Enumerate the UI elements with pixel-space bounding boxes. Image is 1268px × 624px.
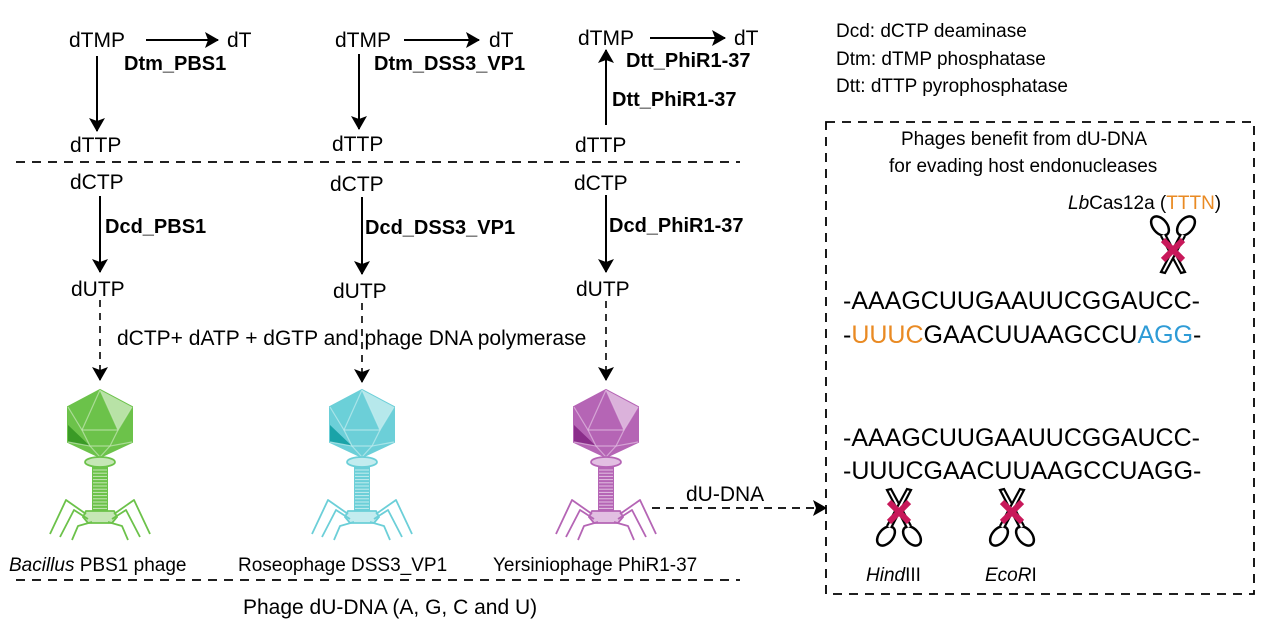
dt-label-dss3: dT (489, 29, 514, 52)
capsid-facet-dark (330, 425, 352, 446)
dutp-label-pbs1: dUTP (71, 278, 125, 301)
enzyme-dtm-pbs1: Dtm_PBS1 (124, 53, 227, 75)
tail-fiber (333, 521, 355, 541)
seq1-middle: GAACUUAAGCCU (923, 321, 1138, 349)
sequence-1-bottom-strand: -UUUCGAACUUAAGCCUAGG- (843, 323, 1201, 348)
collar (84, 456, 116, 468)
sequence-2-bottom-strand: -UUUCGAACUUAAGCCUAGG- (843, 457, 1202, 485)
tail-fiber (71, 521, 93, 541)
legend-dcd: Dcd: dCTP deaminase (836, 21, 1027, 42)
collar (346, 456, 378, 468)
dutp-label-dss3: dUTP (333, 280, 387, 303)
tail-fiber (619, 499, 657, 535)
enzyme-dtt-phir1-b: Dtt_PhiR1-37 (612, 89, 737, 111)
dctp-label-dss3: dCTP (330, 173, 384, 196)
ecori-rest: I (1031, 565, 1037, 586)
phage-dss3-vp1-icon (311, 388, 413, 541)
hindiii-scissors-icon (872, 487, 926, 551)
box-title-line2: for evading host endonucleases (889, 156, 1158, 177)
tail-fiber (555, 499, 593, 535)
capsid-facet-dark (68, 425, 90, 446)
hindiii-italic: Hind (866, 565, 906, 586)
seq1-site: AGG (1137, 321, 1194, 349)
dttp-label-phir1: dTTP (575, 134, 627, 157)
phage-caption-name: PBS1 phage (74, 555, 187, 576)
ecori-label: EcoRI (985, 566, 1037, 585)
dutp-label-phir1: dUTP (576, 278, 630, 301)
lbcas12a-scissors-icon (1146, 211, 1200, 275)
enzyme-dtm-dss3: Dtm_DSS3_VP1 (374, 53, 526, 75)
base-plate (81, 510, 119, 524)
tail-fiber (113, 499, 151, 535)
tail-fiber (617, 509, 647, 538)
dtmp-label-phir1: dTMP (578, 27, 635, 50)
box-title-line1: Phages benefit from dU-DNA (901, 129, 1148, 150)
sequence-1-top-strand: -AAAGCUUGAAUUCGGAUCC- (843, 287, 1200, 315)
tail-fiber (49, 499, 87, 535)
legend-dtm: Dtm: dTMP phosphatase (836, 49, 1046, 70)
tail-fiber (107, 521, 129, 541)
dtmp-label-pbs1: dTMP (69, 29, 126, 52)
dt-label-pbs1: dT (227, 29, 252, 52)
enzyme-dcd-pbs1: Dcd_PBS1 (105, 216, 207, 238)
dtmp-label-dss3: dTMP (335, 29, 392, 52)
du-dna-transfer-label: dU-DNA (686, 483, 765, 506)
capsid-edges (81, 389, 119, 447)
capsid-edges (343, 389, 381, 447)
tail-fiber (111, 509, 141, 538)
base-plate (343, 510, 381, 524)
lbcas12a-label: LbCas12a (TTTN) (1068, 194, 1221, 213)
tail-fiber (373, 509, 403, 538)
enzyme-dtt-phir1-a: Dtt_PhiR1-37 (626, 50, 751, 72)
tail-fiber (613, 521, 635, 541)
seq1-dash-start: - (843, 321, 852, 349)
tail-fiber (565, 509, 595, 538)
tail-fiber (369, 521, 391, 541)
phage-phir1-37-icon (555, 388, 657, 541)
lbcas12a-close: ) (1214, 193, 1222, 214)
phage-caption-phir1: Yersiniophage PhiR1-37 (493, 555, 698, 576)
hindiii-rest: III (905, 565, 921, 586)
base-plate (587, 510, 625, 524)
lbcas12a-genus: Lb (1068, 193, 1090, 214)
capsid-edges (329, 406, 395, 431)
lbcas12a-pam: TTTN (1166, 193, 1215, 214)
phage-caption-dss3: Roseophage DSS3_VP1 (238, 555, 448, 576)
enzyme-dcd-dss3: Dcd_DSS3_VP1 (365, 217, 516, 239)
bottom-caption: Phage dU-DNA (A, G, C and U) (243, 596, 538, 619)
tail-fiber (577, 521, 599, 541)
endonuclease-box (825, 121, 1255, 595)
dttp-label-dss3: dTTP (332, 133, 384, 156)
legend-dtt: Dtt: dTTP pyrophosphatase (836, 76, 1068, 97)
dctp-label-pbs1: dCTP (70, 171, 124, 194)
lbcas12a-name: Cas12a ( (1089, 193, 1167, 214)
enzyme-dcd-phir1: Dcd_PhiR1-37 (609, 215, 744, 237)
seq1-pam: UUUC (851, 321, 924, 349)
capsid-facet-dark (574, 425, 596, 446)
capsid-edges (587, 389, 625, 447)
hindiii-label: HindIII (866, 566, 921, 585)
capsid-edges (573, 406, 639, 431)
dctp-label-phir1: dCTP (574, 172, 628, 195)
collar (590, 456, 622, 468)
phage-caption-genus: Bacillus (9, 555, 75, 576)
ecori-r: R (1017, 565, 1032, 586)
capsid-edges (67, 406, 133, 431)
ecori-scissors-icon (985, 487, 1039, 551)
dt-label-phir1: dT (734, 27, 759, 50)
sequence-2-top-strand: -AAAGCUUGAAUUCGGAUCC- (843, 424, 1200, 452)
tail-fiber (321, 509, 351, 538)
phage-pbs1-icon (49, 388, 151, 541)
tail-fiber (59, 509, 89, 538)
seq1-dash-end: - (1193, 321, 1202, 349)
polymerase-note: dCTP+ dATP + dGTP and phage DNA polymera… (117, 327, 587, 350)
tail-fiber (311, 499, 349, 535)
dttp-label-pbs1: dTTP (70, 134, 122, 157)
tail-fiber (375, 499, 413, 535)
phage-caption-pbs1: Bacillus PBS1 phage (9, 556, 186, 575)
ecori-italic: Eco (985, 565, 1018, 586)
